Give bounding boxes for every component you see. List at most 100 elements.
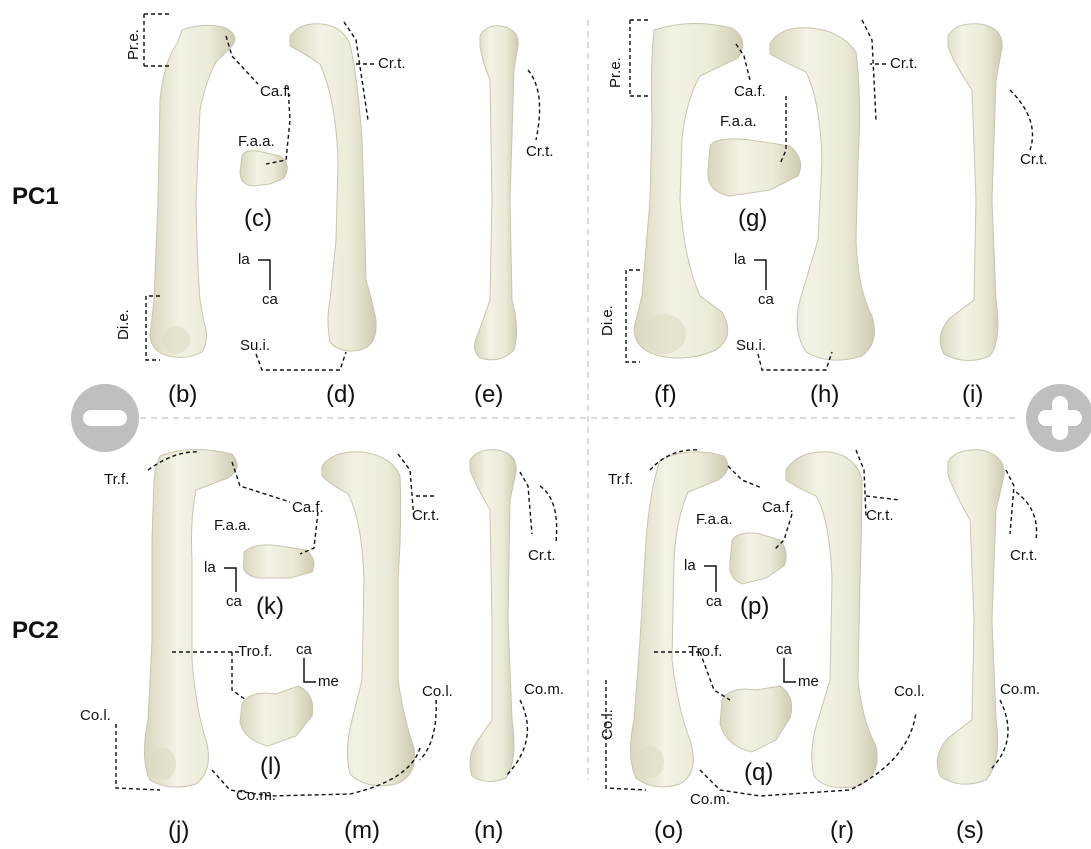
leader-crt-e [528, 70, 540, 140]
label-col-1: Co.l. [80, 707, 111, 724]
label-pre-2: Pr.e. [607, 57, 624, 88]
leader-crt-i [1010, 90, 1033, 150]
femur-j [144, 449, 237, 787]
orient-ca-2: ca [758, 291, 775, 308]
label-trf-2: Tr.f. [608, 471, 633, 488]
label-crt-i: Cr.t. [1020, 151, 1048, 168]
label-crt-e: Cr.t. [526, 143, 554, 160]
minus-sign-icon [71, 384, 139, 452]
row-label-pc1: PC1 [12, 183, 59, 210]
label-caf-3: Ca.f. [292, 499, 324, 516]
panel-label-j: (j) [168, 817, 189, 844]
label-sui-1: Su.i. [240, 337, 270, 354]
label-com-2: Co.m. [524, 681, 564, 698]
femur-b-condyle [162, 326, 190, 354]
panel-label-g: (g) [738, 205, 767, 232]
orient-la-2: la [734, 251, 746, 268]
panel-label-f: (f) [654, 381, 677, 408]
label-caf-2: Ca.f. [734, 83, 766, 100]
femur-j-condyle [148, 748, 176, 780]
orientation-axes-5 [704, 566, 716, 592]
femur-head-l [240, 686, 313, 746]
femur-f-condyle [642, 314, 686, 354]
panel-label-d: (d) [326, 381, 355, 408]
orient-ca-5: ca [706, 593, 723, 610]
orient-ca-6: ca [776, 641, 793, 658]
orient-la-1: la [238, 251, 250, 268]
panel-label-c: (c) [244, 205, 272, 232]
femur-d [290, 24, 376, 351]
orientation-axes-2 [754, 260, 766, 290]
label-crt-m: Cr.t. [412, 507, 440, 524]
row-label-pc2: PC2 [12, 617, 59, 644]
orientation-axes-6 [784, 658, 796, 682]
femur-head-c [240, 151, 287, 186]
femur-s [937, 450, 1004, 784]
panel-label-s: (s) [956, 817, 984, 844]
panel-label-k: (k) [256, 593, 284, 620]
femur-head-q [720, 686, 792, 752]
label-trf-1: Tr.f. [104, 471, 129, 488]
femur-head-p [730, 533, 787, 584]
label-crt-r: Cr.t. [866, 507, 894, 524]
label-faa-1: F.a.a. [238, 133, 275, 150]
panel-label-n: (n) [474, 817, 503, 844]
panel-label-i: (i) [962, 381, 983, 408]
leader-pre-2 [630, 20, 648, 96]
label-col-2: Co.l. [422, 683, 453, 700]
label-col-4: Co.l. [894, 683, 925, 700]
label-com-3: Co.m. [690, 791, 730, 808]
femur-n [470, 450, 516, 782]
panel-label-b: (b) [168, 381, 197, 408]
femur-o [630, 452, 727, 787]
label-col-3: Co.l. [599, 709, 616, 740]
panel-label-p: (p) [740, 593, 769, 620]
panel-label-m: (m) [344, 817, 380, 844]
femur-e [474, 26, 518, 360]
panel-label-h: (h) [810, 381, 839, 408]
leader-pre-1 [144, 14, 170, 66]
orientation-axes-3 [224, 568, 236, 592]
plus-sign-icon [1026, 384, 1091, 452]
label-caf-4: Ca.f. [762, 499, 794, 516]
orientation-axes-1 [258, 260, 270, 290]
femur-m [322, 452, 415, 786]
orient-me-4: me [318, 673, 339, 690]
label-pre-1: Pr.e. [125, 29, 142, 60]
femur-head-k [243, 545, 314, 578]
label-crt-h: Cr.t. [890, 55, 918, 72]
leader-crt-n [520, 472, 557, 542]
orient-la-3: la [204, 559, 216, 576]
orient-la-5: la [684, 557, 696, 574]
panel-label-l: (l) [260, 753, 281, 780]
femur-h [770, 28, 874, 360]
label-faa-3: F.a.a. [214, 517, 251, 534]
orient-ca-3: ca [226, 593, 243, 610]
panel-label-r: (r) [830, 817, 854, 844]
femur-b [150, 25, 235, 357]
label-caf-1: Ca.f. [260, 83, 292, 100]
label-crt-d: Cr.t. [378, 55, 406, 72]
leader-crt-s [1006, 470, 1037, 540]
panel-label-e: (e) [474, 381, 503, 408]
orient-me-6: me [798, 673, 819, 690]
label-crt-n: Cr.t. [528, 547, 556, 564]
femur-o-condyle [636, 746, 664, 778]
label-trof-2: Tro.f. [688, 643, 722, 660]
femur-i [940, 24, 1002, 361]
label-faa-2: F.a.a. [720, 113, 757, 130]
label-com-4: Co.m. [1000, 681, 1040, 698]
orientation-axes-4 [304, 658, 316, 682]
label-com-1: Co.m. [236, 787, 276, 804]
label-die-1: Di.e. [115, 309, 132, 340]
leader-crt-h [862, 20, 886, 120]
label-die-2: Di.e. [599, 305, 616, 336]
label-sui-2: Su.i. [736, 337, 766, 354]
label-faa-4: F.a.a. [696, 511, 733, 528]
orient-ca-1: ca [262, 291, 279, 308]
panel-label-q: (q) [744, 759, 773, 786]
orient-ca-4: ca [296, 641, 313, 658]
femur-head-g [708, 139, 801, 196]
label-trof-1: Tro.f. [238, 643, 272, 660]
